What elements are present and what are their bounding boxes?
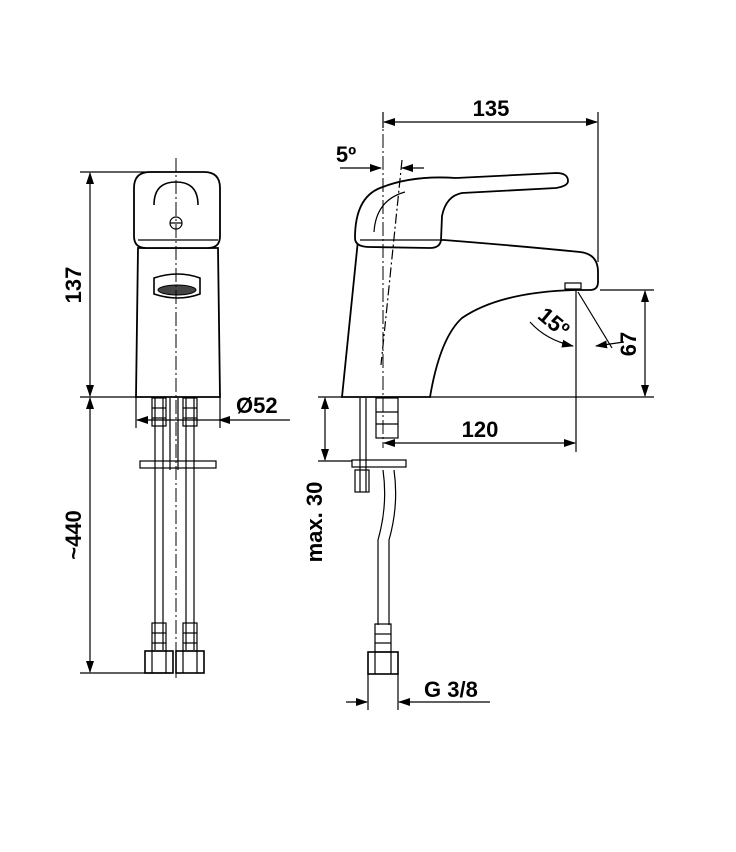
front-aerator: [153, 273, 201, 299]
side-hose: [367, 397, 399, 675]
dim-diameter-base-label: Ø52: [236, 393, 278, 418]
dim-width-top: 135: [382, 96, 599, 262]
dim-height-body: 137: [61, 171, 160, 398]
dim-height-body-label: 137: [61, 267, 86, 304]
dim-tilt-angle: 5º: [336, 142, 424, 172]
dim-mount-thickness-label: max. 30: [302, 482, 327, 563]
dim-connection-thread: G 3/8: [346, 674, 490, 710]
side-body: [341, 239, 599, 398]
side-tilt-line: [380, 159, 403, 366]
front-view: [133, 158, 221, 678]
side-view: [341, 112, 599, 675]
dim-spout-reach: 120: [383, 290, 577, 452]
dim-tilt-angle-label: 5º: [336, 142, 356, 167]
front-mounting-stud: [139, 398, 217, 470]
dim-spout-height: 67: [430, 289, 654, 398]
dim-spout-reach-label: 120: [462, 417, 499, 442]
dim-hose-length-label: ~440: [61, 510, 86, 560]
side-mounting-stud: [351, 398, 407, 493]
dim-spout-angle: 15º: [529, 291, 625, 349]
front-hose-left: [144, 397, 174, 674]
dim-width-top-label: 135: [473, 96, 510, 121]
front-body: [135, 247, 221, 398]
side-outlet: [564, 282, 582, 290]
side-lever: [354, 172, 569, 249]
dim-connection-thread-label: G 3/8: [424, 677, 478, 702]
front-hose-right: [175, 397, 205, 674]
dim-diameter-base: Ø52: [135, 393, 290, 428]
dim-spout-angle-label: 15º: [533, 302, 574, 342]
dim-mount-thickness: max. 30: [302, 396, 352, 563]
front-lever: [133, 171, 221, 249]
dim-spout-height-label: 67: [616, 332, 641, 356]
dim-hose-length: ~440: [61, 397, 170, 674]
